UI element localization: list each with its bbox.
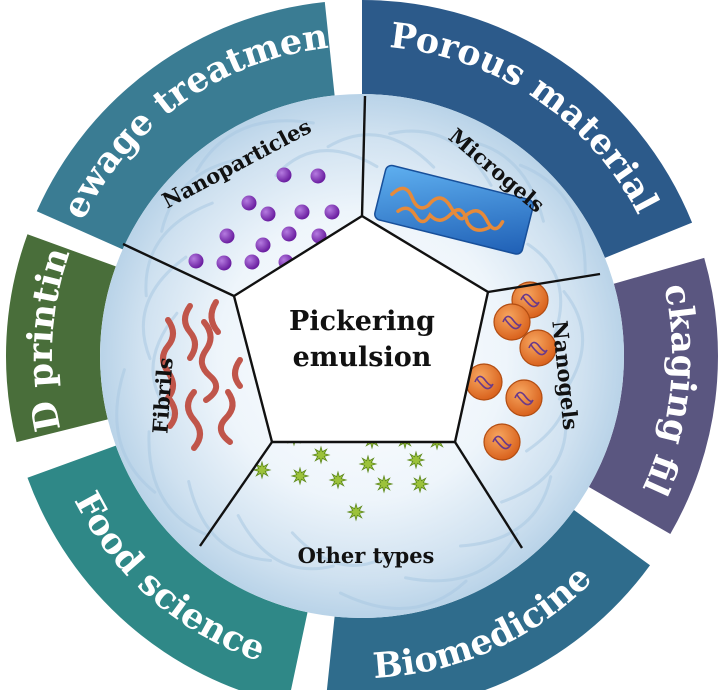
other-particle-star [406, 450, 426, 470]
other-particle-star [374, 474, 394, 494]
fibril-strand [208, 299, 221, 335]
fibril-strand [160, 317, 176, 401]
other-particle-star [410, 474, 430, 494]
nanoparticle-dot [281, 226, 297, 242]
nanoparticle-dot [219, 228, 235, 244]
application-ring [6, 0, 719, 695]
fibril-strand [232, 357, 243, 389]
nanogel-sphere [483, 423, 521, 461]
nanogel-sphere [493, 303, 531, 341]
segment-dividers [122, 95, 601, 549]
fibril-strand [182, 303, 198, 361]
fibril-strand [198, 319, 219, 403]
nanoparticle-dot [255, 237, 271, 253]
center-label-line2: emulsion [293, 342, 432, 373]
nanoparticle-dot [244, 254, 260, 270]
sector-packaging [588, 257, 719, 534]
nanoparticle-dot [324, 204, 340, 220]
particle-label-fibrils: Fibrils [147, 356, 177, 434]
sector-porous [362, 0, 693, 258]
nanoparticle-dot [276, 167, 292, 183]
nanogel-sphere [505, 379, 543, 417]
other-particle-star [311, 445, 331, 465]
microgel-slab [374, 164, 535, 255]
nanoparticle-dot [294, 204, 310, 220]
other-particle-star [328, 470, 348, 490]
fibril-strand [167, 397, 178, 429]
nanoparticle-dot [310, 168, 326, 184]
nanoparticle-dot [241, 195, 257, 211]
sector-food [27, 445, 308, 695]
fibril-strand [185, 389, 203, 451]
particle-label-other: Other types [298, 543, 435, 568]
nanoparticle-dot [188, 253, 204, 269]
nanoparticle-dot [260, 206, 276, 222]
center-pentagon [232, 214, 490, 444]
center-label-line1: Pickering [289, 306, 435, 337]
nanogel-sphere [519, 329, 557, 367]
other-particle-star [358, 454, 378, 474]
nanoparticle-dot [216, 255, 232, 271]
other-particle-star [346, 502, 366, 522]
sector-printing [6, 234, 116, 443]
fibril-strand [217, 389, 236, 445]
other-particle-star [290, 466, 310, 486]
sector-sewage [36, 1, 335, 250]
sector-biomedicine [326, 510, 651, 695]
